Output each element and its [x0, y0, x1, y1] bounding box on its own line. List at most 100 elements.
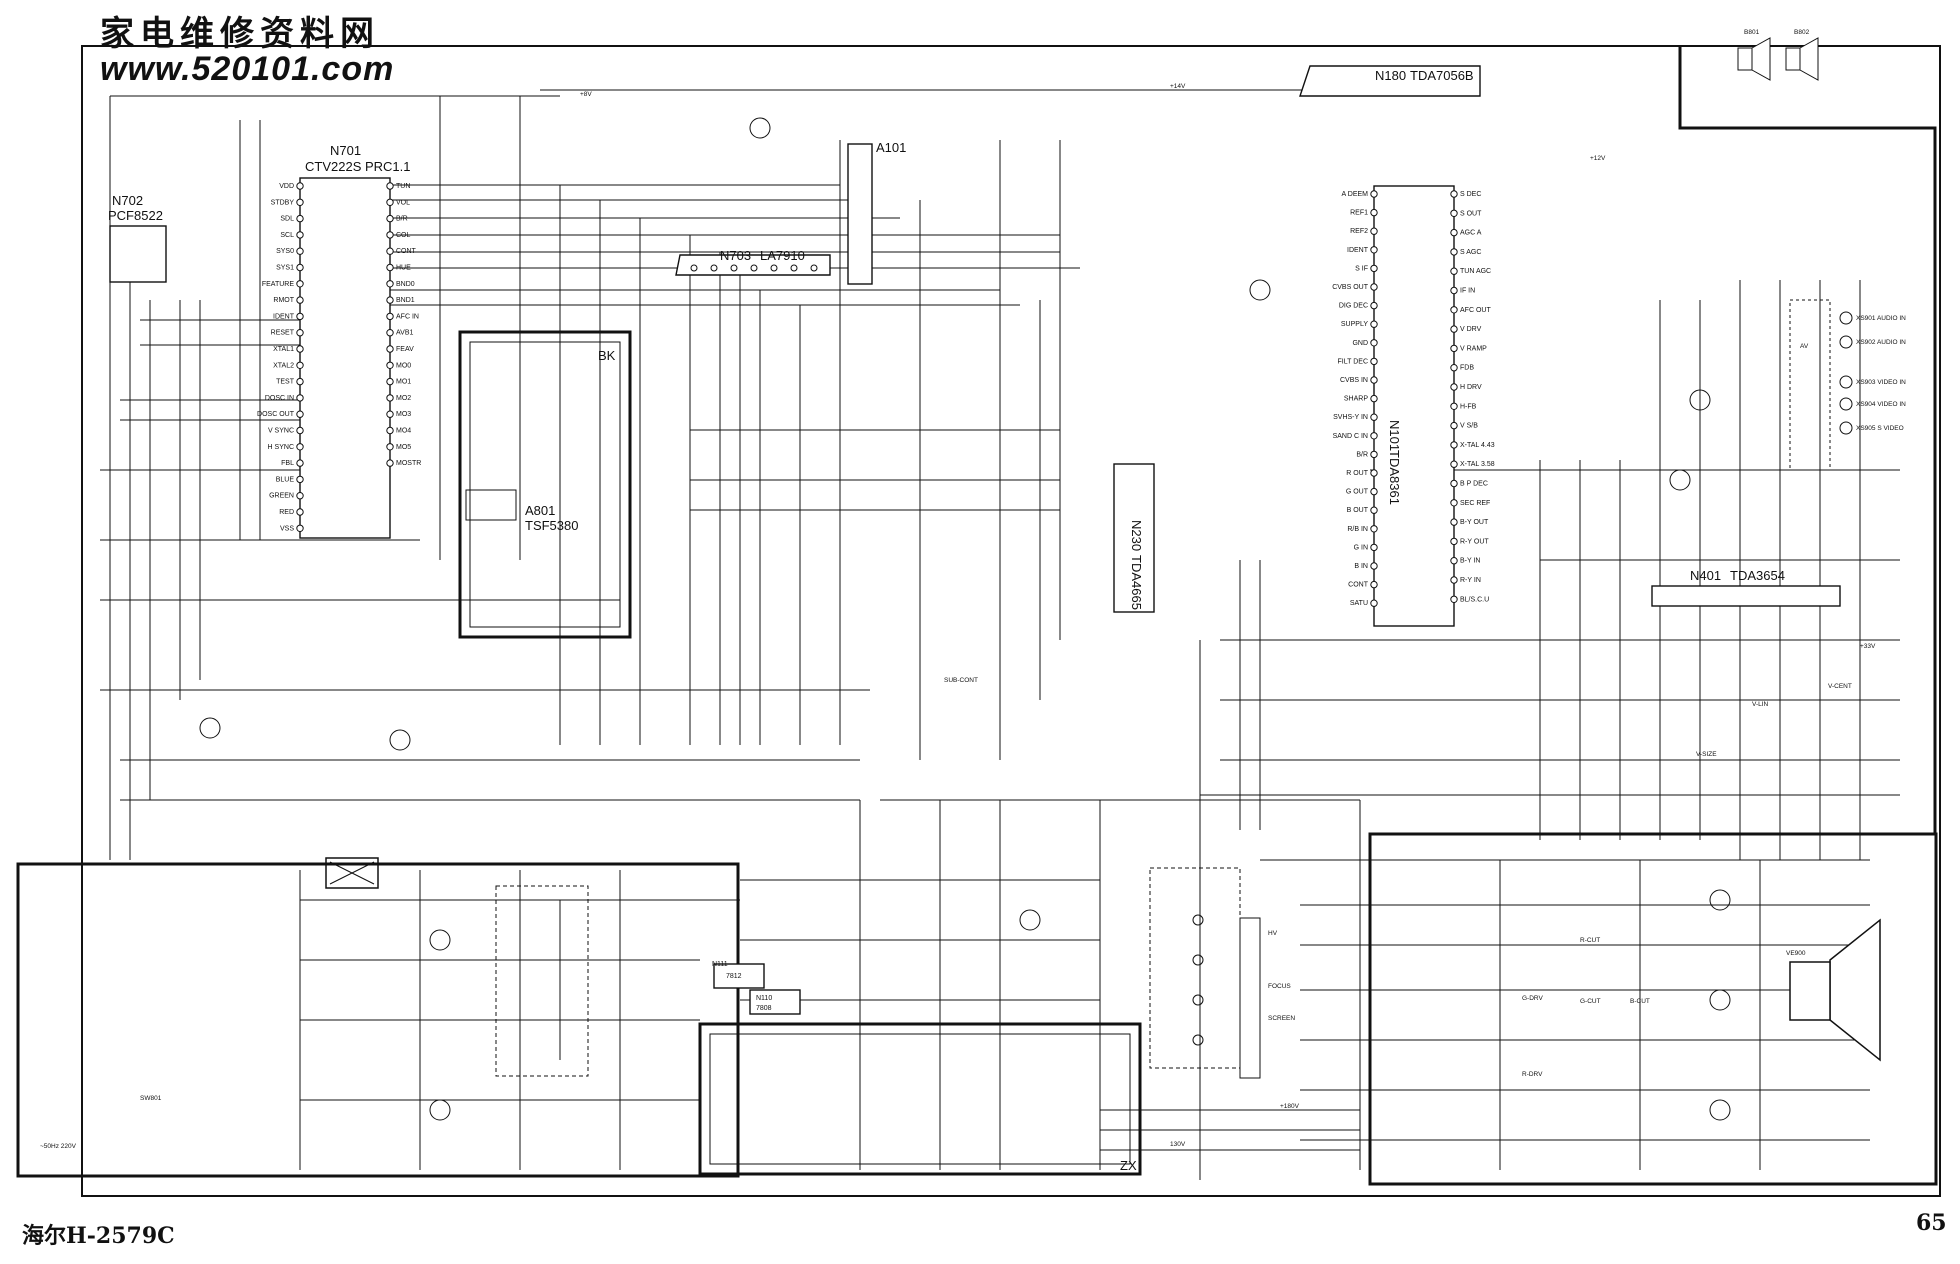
ic-n401-ref: N401 [1690, 568, 1721, 583]
ic-n101-left-pin-label: B OUT [1347, 507, 1369, 514]
ic-n701-left-pin-marker [296, 329, 304, 337]
footer-model: 海尔H-2579C [22, 1223, 175, 1249]
ic-n701-right-pin-label: AVB1 [396, 330, 413, 337]
ic-n101-left-pin-label: CVBS IN [1340, 377, 1368, 384]
ic-n101-right-pin-label: V RAMP [1460, 345, 1487, 352]
ic-n701-left-pins: VDDSTDBYSDLSCLSYS0SYS1FEATURERMOTIDENTRE… [257, 182, 304, 532]
regulator-n111-part: 7812 [726, 973, 742, 980]
ic-n701-left-pin-marker [296, 524, 304, 532]
function-labels: ~50Hz 220V SW801 SUB-CONT V-CENT V-LIN V… [40, 677, 1852, 1150]
ic-n101-right-pin-marker [1450, 364, 1458, 372]
ic-n701-right-pin-label: BND0 [396, 281, 415, 288]
rail-8v: +8V [580, 91, 592, 98]
site-url: www.520101.com [100, 50, 395, 88]
ic-n101-right-pin-marker [1450, 576, 1458, 584]
label-hv: HV [1268, 930, 1278, 937]
ic-n101-left-pin-label: SVHS-Y IN [1333, 414, 1368, 421]
r-cut-label: R-CUT [1580, 937, 1600, 944]
ic-n701-left-pin-label: RED [279, 509, 294, 516]
ic-n101-left-pin-marker [1370, 506, 1378, 514]
ic-n701-right-pin-label: MO2 [396, 395, 411, 402]
ic-n701-right-pin-marker [386, 394, 394, 402]
ic-n101-left-pin-marker [1370, 357, 1378, 366]
ic-n701-ref: N701 [330, 143, 361, 158]
ic-n101-left-pin-marker [1370, 525, 1378, 533]
ic-n101-left-pin-label: SAND C IN [1333, 433, 1368, 440]
ic-n703-ref: N703 [720, 248, 751, 263]
jack-video-in-2: XS904 VIDEO IN [1856, 401, 1906, 408]
deflection-section-border [1368, 832, 1938, 1186]
ic-n101-left-pin-marker [1370, 208, 1378, 217]
ic-n101-left-pin-label: A DEEM [1342, 191, 1369, 198]
ic-n101-right-pin-label: B P DEC [1460, 481, 1488, 488]
ic-n101-left-pin-label: REF1 [1350, 210, 1368, 217]
sub-contrast-label: SUB-CONT [944, 677, 978, 684]
label-screen: SCREEN [1268, 1015, 1295, 1022]
ic-n701-right-pin-label: MO1 [396, 379, 411, 386]
ic-n101-left-pin-marker [1370, 190, 1378, 198]
ic-n101-left-pin-marker [1370, 450, 1378, 459]
ic-n701-left-pin-marker [296, 312, 304, 321]
ic-n101-right-pin-label: R-Y OUT [1460, 538, 1489, 545]
ic-n101-left-pin-marker [1370, 580, 1378, 589]
ic-n702: N702 PCF8522 [108, 193, 167, 283]
ic-n701-right-pin-marker [386, 296, 394, 304]
ic-n701-left-pin-marker [296, 263, 304, 272]
ic-n101-right-pin-label: FDB [1460, 365, 1474, 372]
speaker-b802-ref: B802 [1794, 29, 1810, 36]
ic-n701-left-pin-marker [296, 459, 304, 467]
ic-n101-left-pin-marker [1370, 543, 1378, 552]
ic-n701-right-pin-label: MO4 [396, 428, 411, 435]
ic-n701-right-pin-marker [386, 345, 394, 353]
ic-n101-left-pin-label: REF2 [1350, 228, 1368, 235]
regulator-n111: N111 7812 [712, 961, 765, 989]
b-cut-label: B-CUT [1630, 998, 1650, 1005]
ic-n101-left-pin-label: CONT [1348, 582, 1369, 589]
v-size-label: V-SIZE [1696, 751, 1717, 758]
ic-n701-left-pin-label: SDL [280, 216, 294, 223]
zx-module: ZX [698, 1022, 1142, 1176]
ic-n101-left-pin-marker [1370, 432, 1378, 440]
ic-n230-part: TDA4665 [1129, 555, 1144, 610]
ic-n701-left-pin-marker [296, 361, 304, 369]
ic-n101-right-pin-marker [1450, 595, 1458, 603]
ic-n701-left-pin-marker [296, 214, 304, 223]
ic-n701-left-pin-label: VDD [279, 183, 294, 190]
ic-n701-left-pin-label: SYS0 [276, 248, 294, 255]
ic-n101-right-pin-label: BL/S.C.U [1460, 596, 1489, 603]
ic-n101-right-pin-marker [1450, 479, 1458, 488]
ic-n701-left-pin-label: SCL [280, 232, 294, 239]
ic-n101-left-pin-marker [1370, 599, 1378, 607]
ic-n101-left-pin-label: B IN [1354, 563, 1368, 570]
ic-n701-right-pin-label: CONT [396, 248, 417, 255]
ic-n101-left-pin-marker [1370, 487, 1378, 496]
ic-n701-left-pin-label: XTAL2 [273, 362, 294, 369]
ic-n101-right-pin-label: B-Y OUT [1460, 519, 1489, 526]
regulator-n110-part: 7808 [756, 1005, 772, 1012]
ic-n101-right-pin-label: V DRV [1460, 326, 1482, 333]
ic-n701-right-pin-marker [386, 231, 394, 239]
ic-n101-right-pin-label: X-TAL 4.43 [1460, 442, 1495, 449]
ic-n101-right-pin-marker [1450, 460, 1458, 468]
ic-n701-left-pin-label: H SYNC [268, 444, 294, 451]
ic-n101-right-pin-label: R-Y IN [1460, 577, 1481, 584]
ic-n101-right-pin-label: S DEC [1460, 191, 1481, 198]
ic-n701-left-pin-label: FBL [281, 460, 294, 467]
ic-n101-right-pin-marker [1450, 402, 1458, 410]
rail-130v: 130V [1170, 1141, 1186, 1148]
g-drive-label: G-DRV [1522, 995, 1543, 1002]
ic-n101-right-pin-label: H-FB [1460, 403, 1477, 410]
ic-n701-right-pin-marker [386, 361, 394, 369]
v-center-label: V-CENT [1828, 683, 1852, 690]
ic-n701-left-pin-marker [296, 492, 304, 500]
tuner-a101-ref: A101 [876, 140, 906, 155]
supply-rails: +8V +14V +12V +33V +180V 130V [580, 83, 1876, 1148]
speaker-b801-ref: B801 [1744, 29, 1760, 36]
ic-n101-left-pin-label: CVBS OUT [1332, 284, 1369, 291]
regulator-n110: N110 7808 [749, 989, 801, 1015]
ic-n701-right-pin-marker [386, 214, 394, 223]
ic-n701-right-pin-marker [386, 426, 394, 435]
ic-n701-right-pin-label: VOL [396, 199, 410, 206]
